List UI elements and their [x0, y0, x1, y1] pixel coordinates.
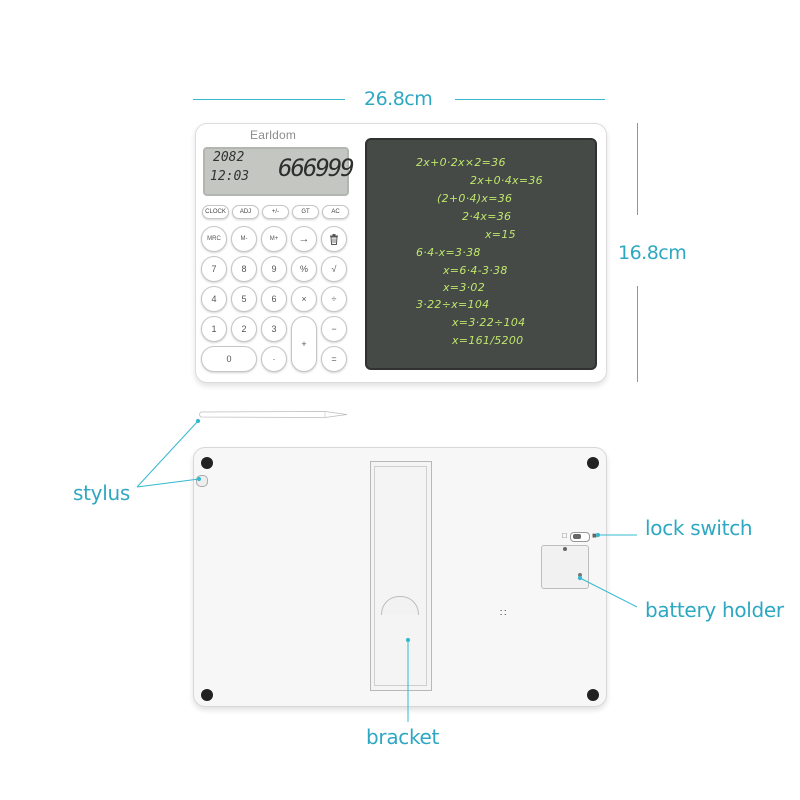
key-ac[interactable]: AC — [322, 205, 349, 219]
board-line: x=161/5200 — [452, 334, 524, 347]
key-arrow[interactable]: → — [291, 226, 317, 252]
key-mrc[interactable]: MRC — [201, 226, 227, 252]
key-percent[interactable]: % — [291, 256, 317, 282]
stylus-callout-dot — [195, 418, 201, 424]
lcd-small-bottom: 12:03 — [210, 169, 250, 184]
key-sqrt[interactable]: √ — [321, 256, 347, 282]
key-0[interactable]: 0 — [201, 346, 257, 372]
battery-tab — [578, 573, 582, 577]
bracket-label: bracket — [366, 725, 440, 749]
board-line: 3·22÷x=104 — [416, 298, 490, 311]
key-multiply[interactable]: × — [291, 286, 317, 312]
key-divide[interactable]: ÷ — [321, 286, 347, 312]
key-8[interactable]: 8 — [231, 256, 257, 282]
calculator-lcd — [203, 147, 349, 196]
key-equals[interactable]: = — [321, 346, 347, 372]
unlock-icon: □ — [562, 531, 567, 540]
lcd-small-top: 2082 — [213, 150, 245, 165]
key-7[interactable]: 7 — [201, 256, 227, 282]
rubber-foot — [201, 457, 213, 469]
board-line: 2·4x=36 — [462, 210, 512, 223]
key-clock[interactable]: CLOCK — [202, 205, 229, 219]
lock-switch-label: lock switch — [645, 516, 753, 540]
battery-callout-dot — [577, 575, 583, 581]
speaker-holes: ∷ — [500, 608, 507, 619]
height-dimension-line-bottom — [637, 286, 638, 382]
key-1[interactable]: 1 — [201, 316, 227, 342]
stylus-label: stylus — [73, 481, 130, 505]
battery-callout-line — [579, 577, 638, 608]
bracket[interactable] — [370, 461, 432, 691]
battery-holder[interactable] — [541, 545, 589, 589]
lock-switch-knob[interactable] — [573, 534, 581, 539]
stylus-slot-callout-line — [136, 478, 200, 488]
key-adj[interactable]: ADJ — [232, 205, 259, 219]
stylus-slot-callout-dot — [196, 476, 202, 482]
lock-icon: ■ — [592, 531, 597, 540]
lcd-writing-board[interactable] — [365, 138, 597, 370]
battery-screw — [563, 547, 567, 551]
board-line: x=3·02 — [443, 281, 486, 294]
rubber-foot — [587, 457, 599, 469]
key-minus[interactable]: − — [321, 316, 347, 342]
bracket-callout-dot — [405, 637, 411, 643]
stylus-pen[interactable] — [197, 410, 349, 419]
key-gt[interactable]: GT — [292, 205, 319, 219]
key-4[interactable]: 4 — [201, 286, 227, 312]
board-line: 6·4-x=3·38 — [416, 246, 481, 259]
width-dimension-label: 26.8cm — [364, 88, 433, 110]
board-line: x=3·22÷104 — [452, 316, 526, 329]
brand-logo: Earldom — [250, 128, 297, 142]
key-9[interactable]: 9 — [261, 256, 287, 282]
height-dimension-line-top — [637, 123, 638, 215]
battery-holder-label: battery holder — [645, 598, 784, 622]
key-5[interactable]: 5 — [231, 286, 257, 312]
board-line: x=15 — [485, 228, 516, 241]
rubber-foot — [201, 689, 213, 701]
key-decimal[interactable]: · — [261, 346, 287, 372]
key-delete[interactable] — [321, 226, 347, 252]
height-dimension-label: 16.8cm — [618, 242, 687, 264]
stylus-callout-line — [136, 420, 199, 488]
board-line: 2x+0·4x=36 — [470, 174, 543, 187]
lock-switch-callout-dot — [595, 532, 601, 538]
width-dimension-line-right — [455, 99, 605, 100]
key-3[interactable]: 3 — [261, 316, 287, 342]
key-plus-minus[interactable]: +/- — [262, 205, 289, 219]
board-line: x=6·4-3·38 — [443, 264, 508, 277]
lcd-main-readout: 666999 — [278, 154, 355, 182]
bracket-frame — [374, 466, 427, 686]
key-plus[interactable]: + — [291, 316, 317, 372]
key-6[interactable]: 6 — [261, 286, 287, 312]
board-line: 2x+0·2x×2=36 — [416, 156, 506, 169]
width-dimension-line-left — [193, 99, 345, 100]
key-m-plus[interactable]: M+ — [261, 226, 287, 252]
board-line: (2+0·4)x=36 — [437, 192, 513, 205]
key-m-minus[interactable]: M- — [231, 226, 257, 252]
trash-icon — [330, 233, 338, 245]
key-2[interactable]: 2 — [231, 316, 257, 342]
rubber-foot — [587, 689, 599, 701]
